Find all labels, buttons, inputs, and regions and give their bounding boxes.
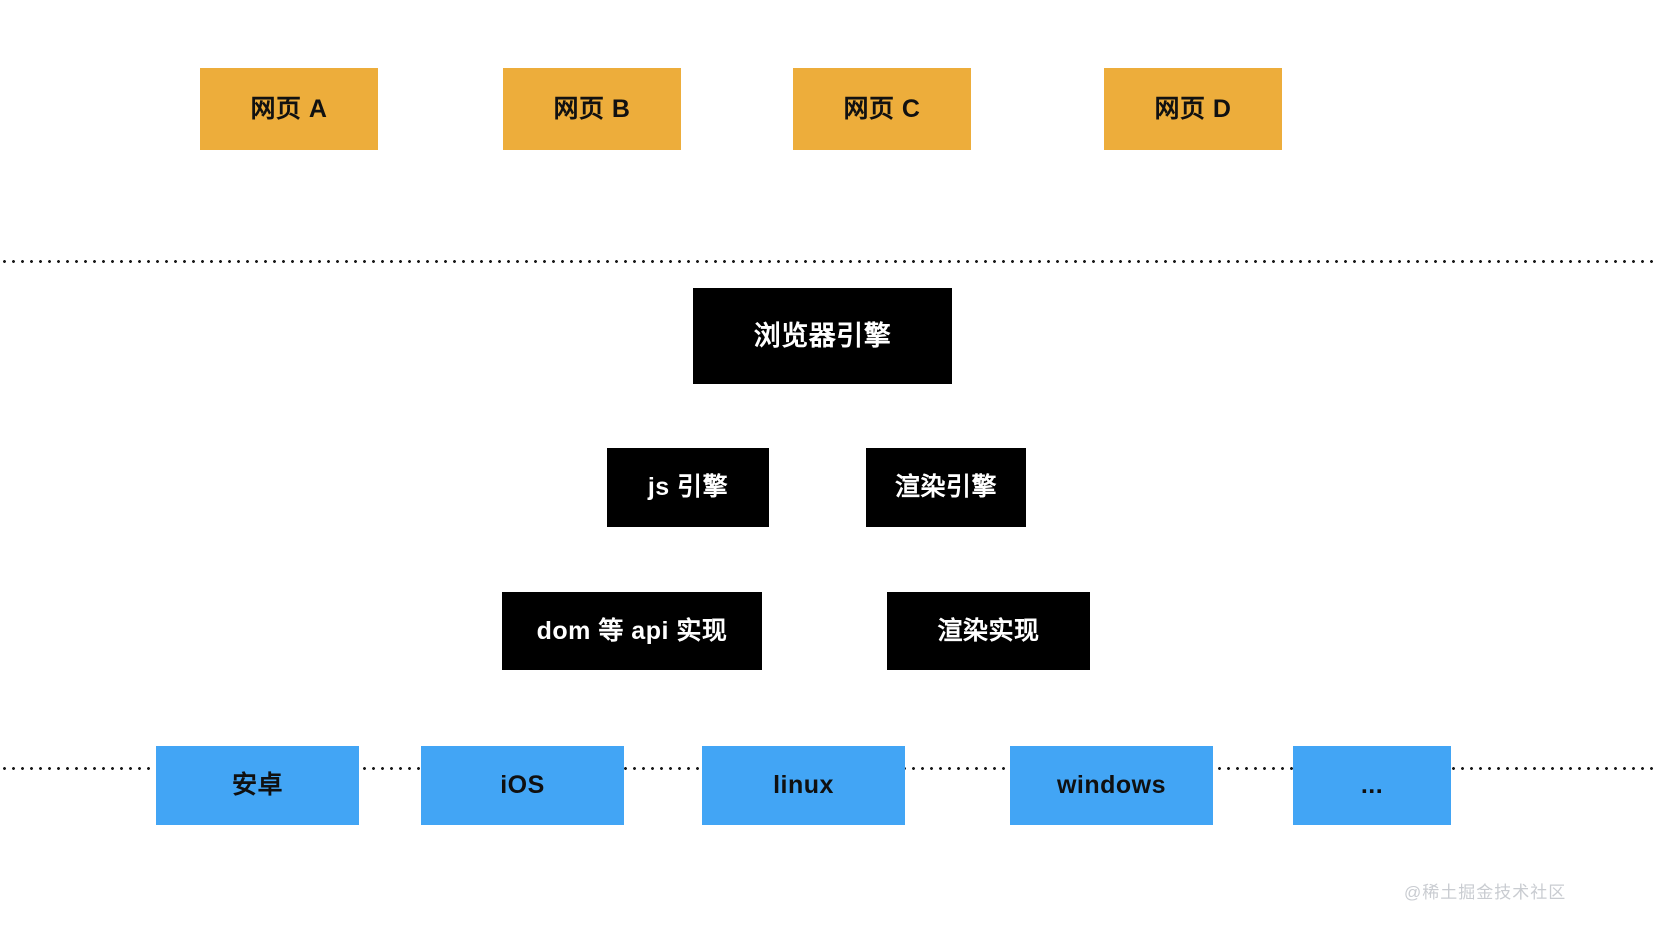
js-engine-label: js 引擎 <box>647 473 729 501</box>
js-engine-box[interactable]: js 引擎 <box>607 448 769 527</box>
browser-engine-box[interactable]: 浏览器引擎 <box>693 288 952 384</box>
render-engine-label: 渲染引擎 <box>894 473 997 501</box>
divider-pages-engine <box>0 260 1656 263</box>
platform-box-windows-label: windows <box>1056 771 1167 799</box>
dom-api-impl-label: dom 等 api 实现 <box>536 616 728 645</box>
platform-box-android[interactable]: 安卓 <box>156 746 359 825</box>
render-impl-box[interactable]: 渲染实现 <box>887 592 1090 670</box>
platform-box-linux-label: linux <box>773 771 834 799</box>
platform-box-ios[interactable]: iOS <box>421 746 624 825</box>
watermark: @稀土掘金技术社区 <box>1404 883 1567 902</box>
platform-box-windows[interactable]: windows <box>1010 746 1213 825</box>
page-box-c[interactable]: 网页 C <box>793 68 971 150</box>
platform-box-more[interactable]: ... <box>1293 746 1451 825</box>
page-box-b-label: 网页 B <box>553 94 631 123</box>
platform-box-more-label: ... <box>1360 771 1384 799</box>
dom-api-impl-box[interactable]: dom 等 api 实现 <box>502 592 762 670</box>
platform-box-android-label: 安卓 <box>231 771 283 799</box>
page-box-d-label: 网页 D <box>1154 94 1232 123</box>
page-box-d[interactable]: 网页 D <box>1104 68 1282 150</box>
platform-box-linux[interactable]: linux <box>702 746 905 825</box>
browser-engine-label: 浏览器引擎 <box>753 320 892 351</box>
page-box-a[interactable]: 网页 A <box>200 68 378 150</box>
page-box-b[interactable]: 网页 B <box>503 68 681 150</box>
platform-box-ios-label: iOS <box>500 771 545 799</box>
page-box-c-label: 网页 C <box>843 94 921 123</box>
render-impl-label: 渲染实现 <box>937 616 1040 645</box>
render-engine-box[interactable]: 渲染引擎 <box>866 448 1026 527</box>
page-box-a-label: 网页 A <box>250 94 328 123</box>
